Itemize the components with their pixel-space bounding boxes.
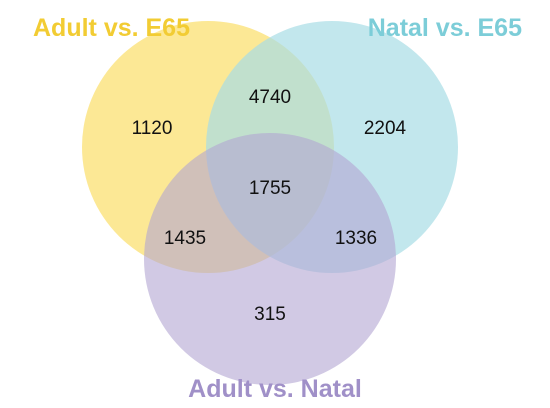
region-count-adult-only: 1120	[132, 118, 173, 139]
region-count-adult-e65-and-adult-natal: 1435	[164, 228, 206, 249]
region-count-adult-and-natal-vs-e65: 4740	[249, 87, 291, 108]
set-label-adult-vs-natal: Adult vs. Natal	[188, 375, 362, 403]
region-count-all-three: 1755	[249, 178, 291, 199]
region-count-adult-vs-natal-only: 315	[254, 304, 286, 325]
region-count-natal-e65-and-adult-natal: 1336	[335, 228, 377, 249]
set-label-natal-vs-e65: Natal vs. E65	[368, 14, 522, 42]
set-label-adult-vs-e65: Adult vs. E65	[33, 14, 190, 42]
region-count-natal-only: 2204	[364, 118, 407, 139]
circle-adult-vs-natal	[144, 133, 396, 385]
